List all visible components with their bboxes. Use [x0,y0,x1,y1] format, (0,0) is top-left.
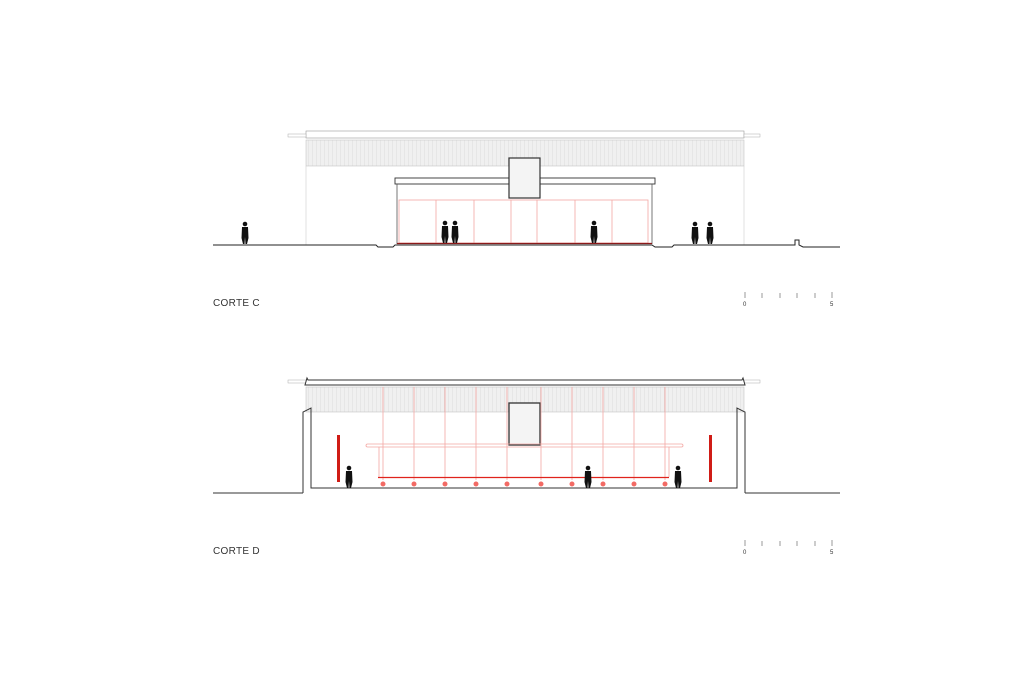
section-c-title: CORTE C [213,298,260,309]
section-d-title: CORTE D [213,546,260,557]
scale-d-start: 0 [743,550,747,556]
section-c-drawing [213,130,840,248]
person-silhouette [241,221,249,244]
scale-c-start: 0 [743,302,747,308]
scale-d-end: 5 [830,550,834,556]
scale-bar-d [744,540,833,546]
section-d-drawing [213,376,840,494]
scale-bar-c [744,292,833,298]
scale-c-end: 5 [830,302,834,308]
